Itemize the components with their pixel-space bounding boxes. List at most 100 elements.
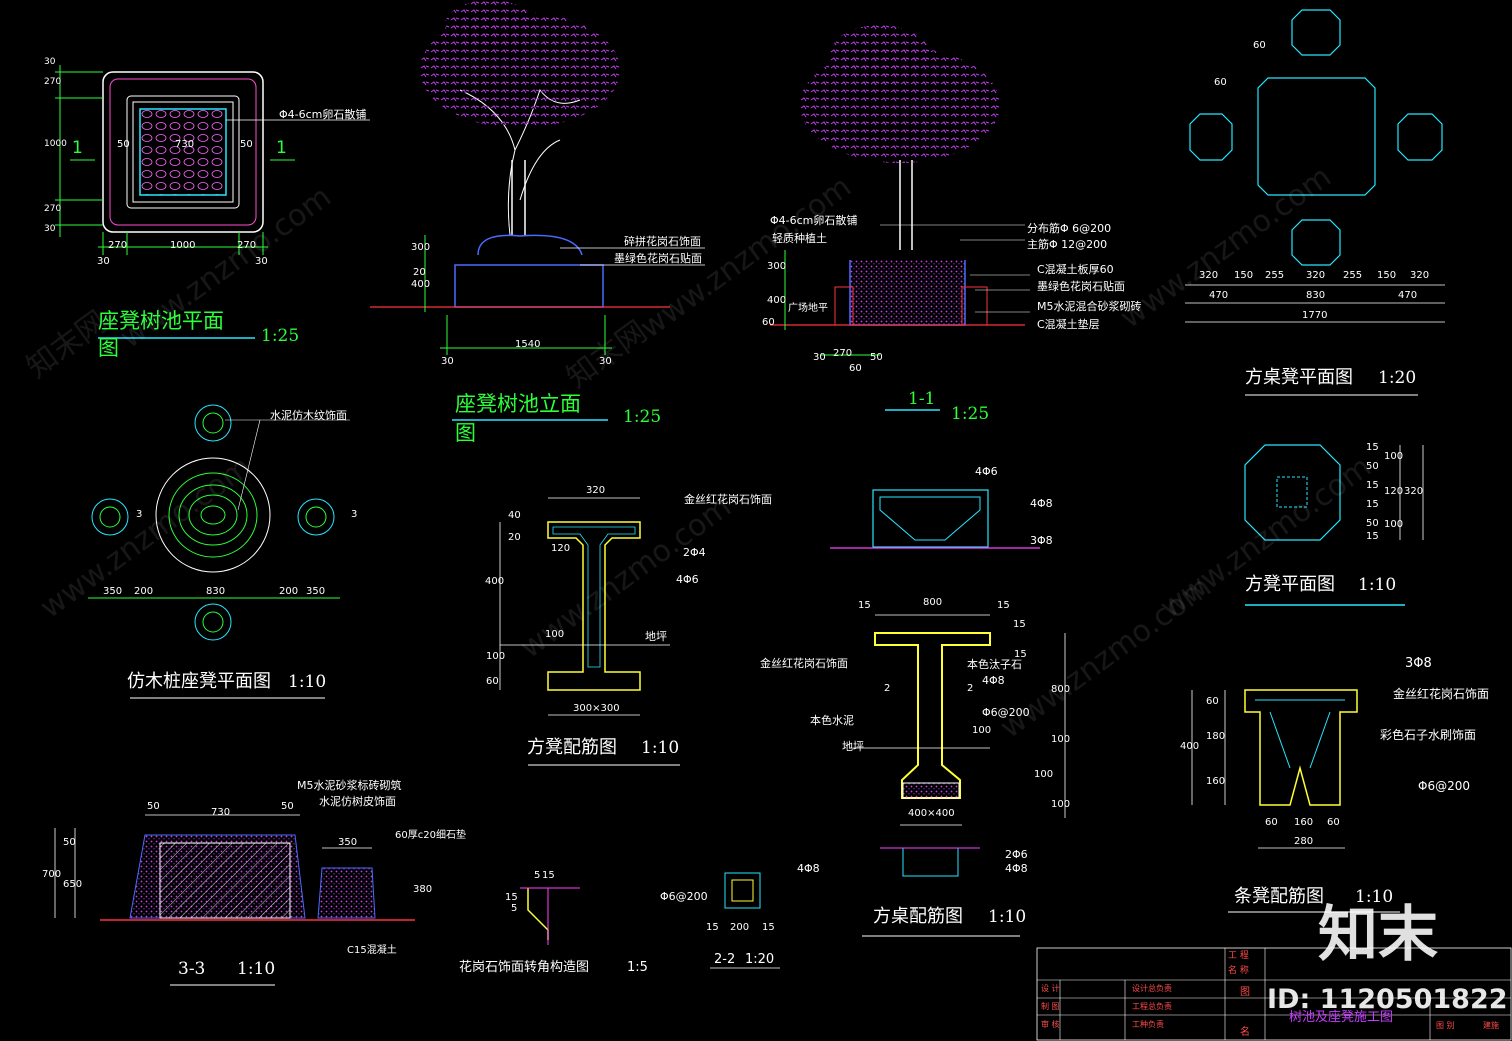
dim: 150: [1234, 270, 1254, 281]
tb-fig-name: 名: [1240, 1027, 1250, 1038]
dim: 1000: [170, 240, 196, 251]
dim: 15: [762, 922, 775, 933]
title-block: [1036, 947, 1512, 1041]
dim: 830: [206, 586, 226, 597]
label-ground: 广场地平: [788, 303, 828, 314]
section-3-3: [54, 814, 415, 986]
dim: 800: [923, 597, 943, 608]
stool-plan: [1244, 444, 1424, 606]
sheet-title: 树池及座凳施工图: [1289, 1010, 1394, 1025]
brand-logo: 知末: [1318, 900, 1438, 970]
label-m5-brick-2: M5水泥砂浆标砖砌筑: [297, 779, 402, 792]
section-1-1-scale: 1:25: [951, 404, 990, 424]
label-dark-green-granite: 墨绿色花岗石贴面: [614, 252, 702, 265]
label-natural-cement: 本色水泥: [810, 714, 854, 727]
table-plan: [1185, 9, 1445, 396]
dim: 15: [706, 922, 719, 933]
dim: 60: [1253, 40, 1266, 51]
label-bar-2p4: 2Φ4: [683, 546, 706, 559]
dim: 280: [1294, 836, 1314, 847]
dim: 3: [351, 509, 358, 520]
dim: 400: [767, 295, 787, 306]
dim: 300: [411, 242, 431, 253]
dim: 350: [103, 586, 123, 597]
label-c20-stone: 60厚c20细石垫: [395, 830, 466, 841]
dim: 60: [1327, 817, 1340, 828]
dim: 730: [211, 807, 231, 818]
bench-rebar-scale: 1:10: [1355, 887, 1394, 907]
pool-plan-title: 座凳树池平面: [98, 309, 224, 333]
dim: 15: [1014, 649, 1027, 660]
dim: 15: [1366, 442, 1379, 453]
dim: 200: [730, 922, 750, 933]
dim: 30: [441, 356, 454, 367]
label-bar-4p8: 4Φ8: [1030, 497, 1053, 510]
dim: 150: [1377, 270, 1397, 281]
label-floor: 地坪: [645, 630, 667, 643]
dim: 400: [1180, 741, 1200, 752]
tb-tech-head: 工种负责: [1132, 1020, 1164, 1029]
dim: 30: [599, 356, 612, 367]
dim: 200: [134, 586, 154, 597]
dim: 320: [1404, 486, 1424, 497]
dim: 320: [1199, 270, 1219, 281]
dim: 30: [255, 256, 268, 267]
dim: 320: [1410, 270, 1430, 281]
granite-corner-title: 花岗石饰面转角构造图: [459, 960, 590, 975]
pool-elevation: [370, 0, 705, 421]
dim: 200: [279, 586, 299, 597]
table-rebar: [830, 489, 1066, 937]
dim: 15: [997, 600, 1010, 611]
label-dark-green-granite-2: 墨绿色花岗石贴面: [1037, 280, 1125, 293]
section-2-2-scale: 1:20: [745, 952, 775, 967]
dim: 400: [485, 576, 505, 587]
bench-rebar-title: 条凳配筋图: [1234, 886, 1324, 907]
label-bar-3p8b: 3Φ8: [1405, 656, 1432, 671]
dim: 100: [1384, 519, 1404, 530]
dim: 800: [1051, 684, 1071, 695]
section-mark-left: 1: [72, 138, 83, 158]
dim: 15: [505, 892, 518, 903]
label-pebble-2: Φ4-6cm卵石散铺: [770, 214, 858, 227]
dim: 50: [63, 837, 76, 848]
dim: 1770: [1302, 310, 1328, 321]
dim: 50: [240, 139, 253, 150]
label-p6-200b: Φ6@200: [1418, 779, 1470, 793]
dim: 60: [849, 363, 862, 374]
dim: 650: [63, 879, 83, 890]
dim: 50: [1366, 461, 1379, 472]
dim: 30: [97, 256, 110, 267]
dim: 15: [1013, 619, 1026, 630]
dim: 60: [1265, 817, 1278, 828]
dim: 100: [486, 651, 506, 662]
dim: 50: [870, 352, 883, 363]
dim: 470: [1398, 290, 1418, 301]
dim: 350: [338, 837, 358, 848]
label-gold-red-granite: 金丝红花岗石饰面: [684, 493, 772, 506]
dim: 255: [1265, 270, 1285, 281]
dim: 830: [1306, 290, 1326, 301]
dim: 1540: [515, 339, 541, 350]
label-p6-200c: Φ6@200: [660, 890, 708, 903]
dim: 270: [44, 77, 62, 87]
tb-project: 工 程: [1228, 951, 1249, 961]
tb-draw: 制 图: [1041, 1002, 1060, 1011]
dim: 100: [545, 629, 565, 640]
dim: 40: [508, 510, 521, 521]
dim: 300×300: [573, 703, 620, 714]
dim: 730: [175, 139, 195, 150]
tb-design: 设 计: [1041, 984, 1060, 993]
label-colored-stone: 彩色石子水刷饰面: [1380, 728, 1477, 742]
dim: 30: [813, 352, 826, 363]
dim: 120: [551, 543, 571, 554]
label-broken-granite: 碎拼花岗石饰面: [624, 235, 701, 248]
section-2-2-title: 2-2: [714, 952, 736, 967]
log-plan-title: 仿木桩座凳平面图: [127, 671, 271, 692]
dim: 15: [542, 870, 555, 881]
label-c-cushion: C混凝土垫层: [1037, 318, 1100, 331]
label-bar-4p8b: 4Φ8: [982, 674, 1005, 687]
table-rebar-title: 方桌配筋图: [873, 906, 963, 927]
stool-rebar-scale: 1:10: [641, 738, 680, 758]
label-m5-brick: M5水泥混合砂浆砌砖: [1037, 300, 1142, 313]
